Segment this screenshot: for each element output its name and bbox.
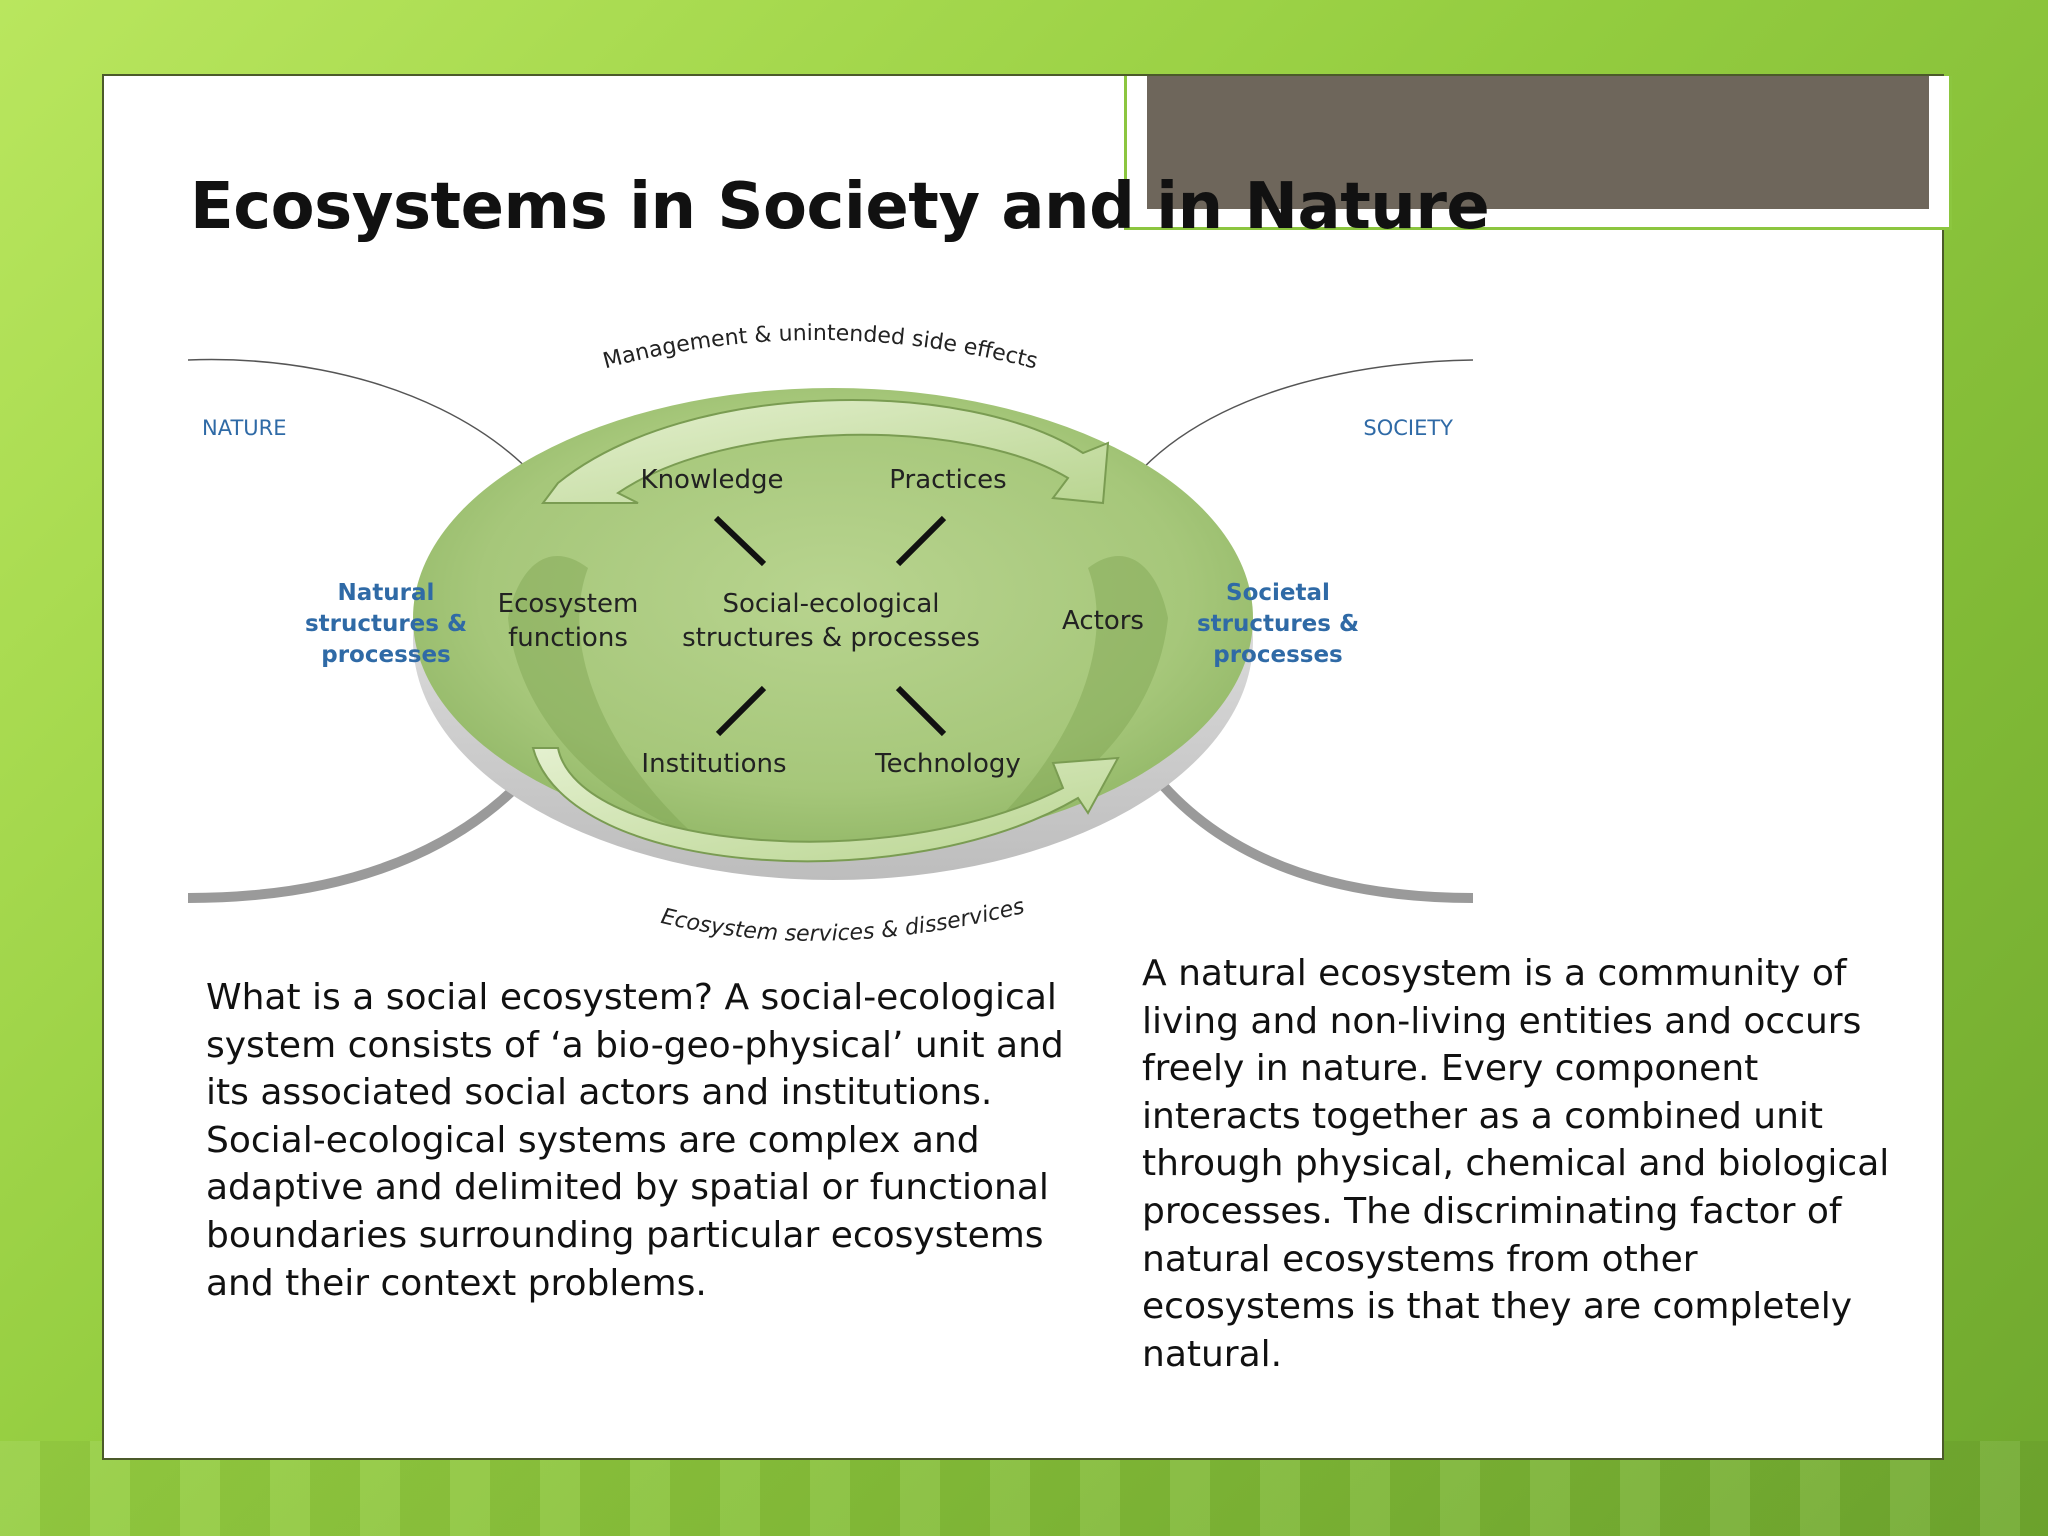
svg-text:Societal: Societal: [1226, 580, 1330, 606]
svg-text:structures &: structures &: [305, 611, 467, 637]
nature-label: NATURE: [202, 416, 287, 440]
society-label: SOCIETY: [1363, 416, 1453, 440]
connector-institutions: [715, 685, 767, 737]
bottom-cycle-arrow: [531, 747, 1120, 863]
ecosystem-functions-label: Ecosystem functions: [498, 589, 639, 653]
social-ecological-diagram: Management & unintended side effects Eco…: [188, 321, 1474, 947]
svg-text:Ecosystem: Ecosystem: [498, 589, 639, 619]
technology-label: Technology: [874, 749, 1021, 779]
svg-text:Social-ecological: Social-ecological: [723, 589, 940, 619]
svg-text:Natural: Natural: [338, 580, 435, 606]
slide-title: Ecosystems in Society and in Nature: [190, 170, 1490, 244]
svg-text:processes: processes: [321, 642, 451, 668]
society-overlap: [978, 556, 1168, 838]
svg-text:structures & processes: structures & processes: [682, 623, 980, 653]
top-cycle-arrow: [541, 399, 1110, 505]
natural-ecosystem-paragraph: A natural ecosystem is a community of li…: [1142, 953, 1890, 1375]
connector-knowledge: [713, 515, 767, 567]
header-tab: [1124, 76, 1952, 230]
societal-structures-label: Societal structures & processes: [1197, 580, 1359, 668]
center-label: Social-ecological structures & processes: [682, 589, 980, 653]
svg-text:processes: processes: [1213, 642, 1343, 668]
svg-text:functions: functions: [508, 623, 628, 653]
nature-overlap: [508, 556, 698, 838]
connector-practices: [895, 515, 947, 567]
connector-technology: [895, 685, 947, 737]
bottom-arc-label: Ecosystem services & disservices: [659, 894, 1027, 947]
natural-structures-label: Natural structures & processes: [305, 580, 467, 668]
actors-label: Actors: [1062, 606, 1144, 636]
knowledge-label: Knowledge: [641, 465, 784, 495]
header-tab-fill: [1147, 76, 1929, 209]
practices-label: Practices: [889, 465, 1006, 495]
svg-text:structures &: structures &: [1197, 611, 1359, 637]
institutions-label: Institutions: [641, 749, 786, 779]
top-arc-label: Management & unintended side effects: [601, 321, 1041, 375]
social-ecosystem-paragraph: What is a social ecosystem? A social-eco…: [206, 977, 1064, 1304]
